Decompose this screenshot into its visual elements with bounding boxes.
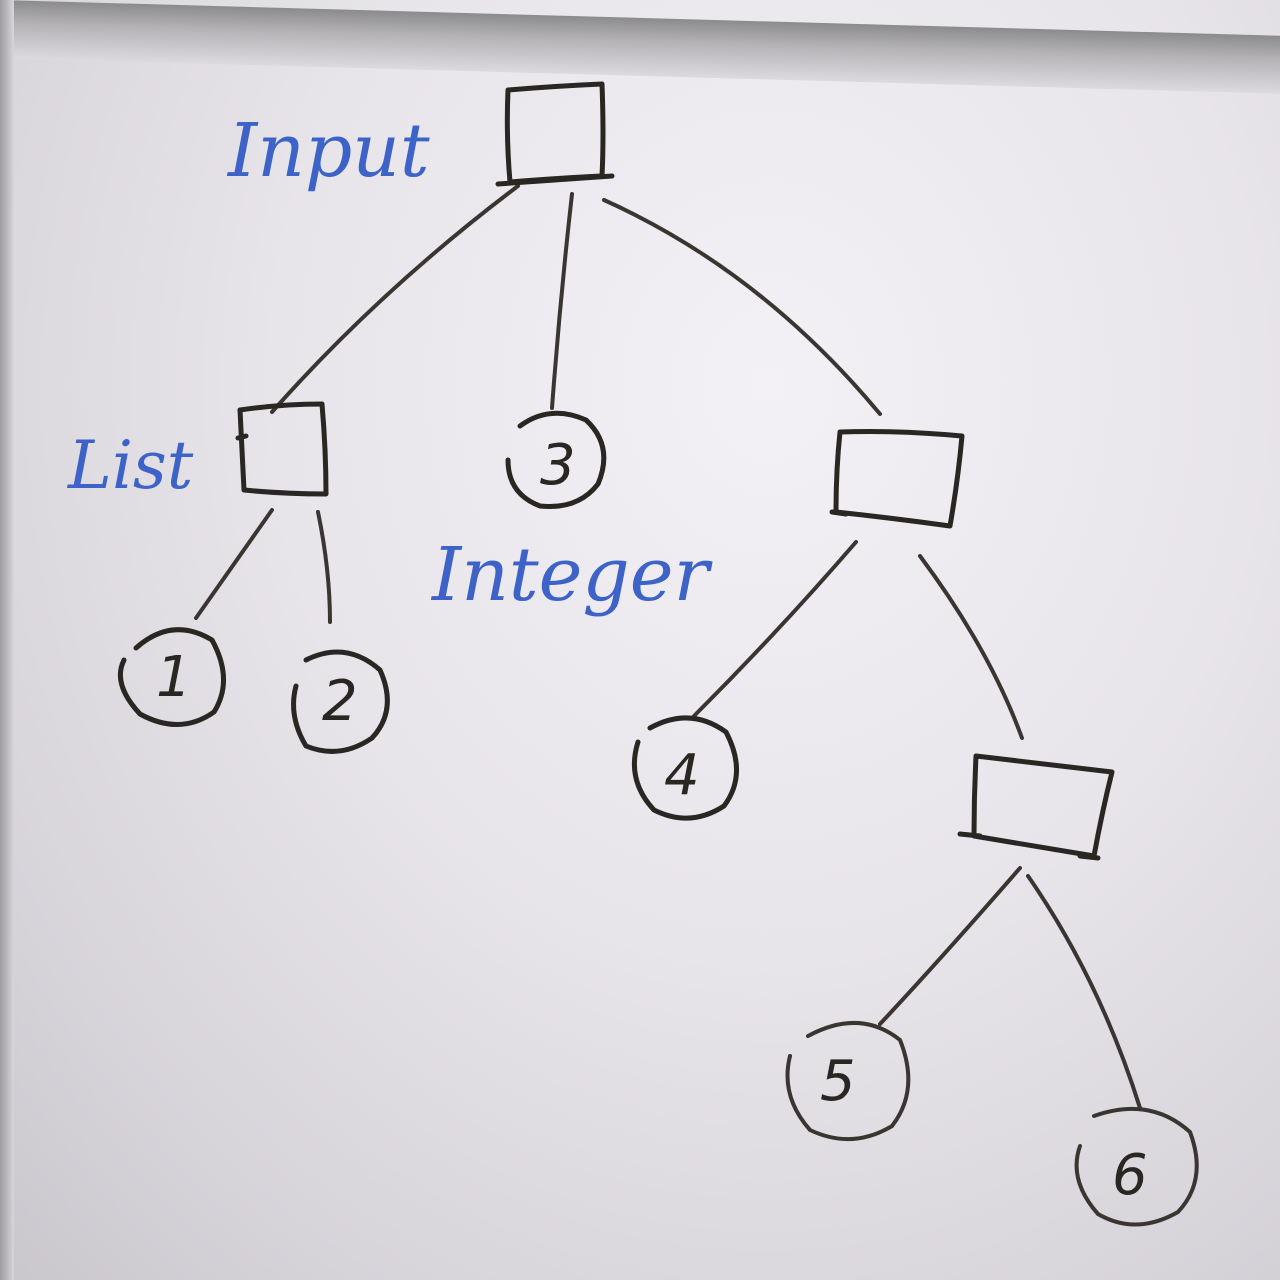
- child-list-box: [235, 401, 329, 497]
- edge-sub-list-node-5: [878, 866, 1022, 1026]
- node-3-digit: 3: [540, 433, 576, 498]
- label-list: List: [67, 427, 194, 504]
- root-list-box: [495, 81, 615, 187]
- edge-root-right-list: [602, 198, 882, 416]
- node-2-digit: 2: [322, 669, 358, 734]
- label-integer: Integer: [430, 532, 714, 618]
- edge-sub-list-node-6: [1026, 874, 1142, 1110]
- sub-list-box: [957, 753, 1115, 861]
- node-5-circle: [785, 1020, 911, 1141]
- node-digits: 3 1 2 4 5 6: [156, 433, 1148, 1208]
- edge-list-node-1: [194, 508, 274, 620]
- node-1-digit: 1: [156, 645, 192, 710]
- node-4-circle: [631, 715, 739, 821]
- node-2-circle: [291, 649, 390, 754]
- right-list-box: [829, 429, 965, 529]
- tree-edges: [194, 184, 1142, 1110]
- node-4-digit: 4: [664, 743, 700, 808]
- whiteboard-frame-left: [0, 0, 14, 1280]
- edge-right-list-node-4: [692, 540, 858, 718]
- node-6-circle: [1074, 1106, 1199, 1227]
- node-6-digit: 6: [1112, 1143, 1148, 1208]
- edge-root-node-3: [550, 192, 574, 410]
- annotation-labels: Input List Integer: [67, 108, 714, 618]
- list-boxes: [235, 81, 1115, 861]
- node-5-digit: 5: [820, 1049, 856, 1114]
- node-3-circle: [505, 410, 607, 510]
- edge-root-list: [270, 184, 520, 414]
- edge-list-node-2: [316, 510, 332, 624]
- edge-right-list-sub-list: [918, 554, 1024, 740]
- node-1-circle: [117, 627, 226, 727]
- integer-nodes: [117, 410, 1199, 1227]
- label-input: Input: [226, 108, 430, 194]
